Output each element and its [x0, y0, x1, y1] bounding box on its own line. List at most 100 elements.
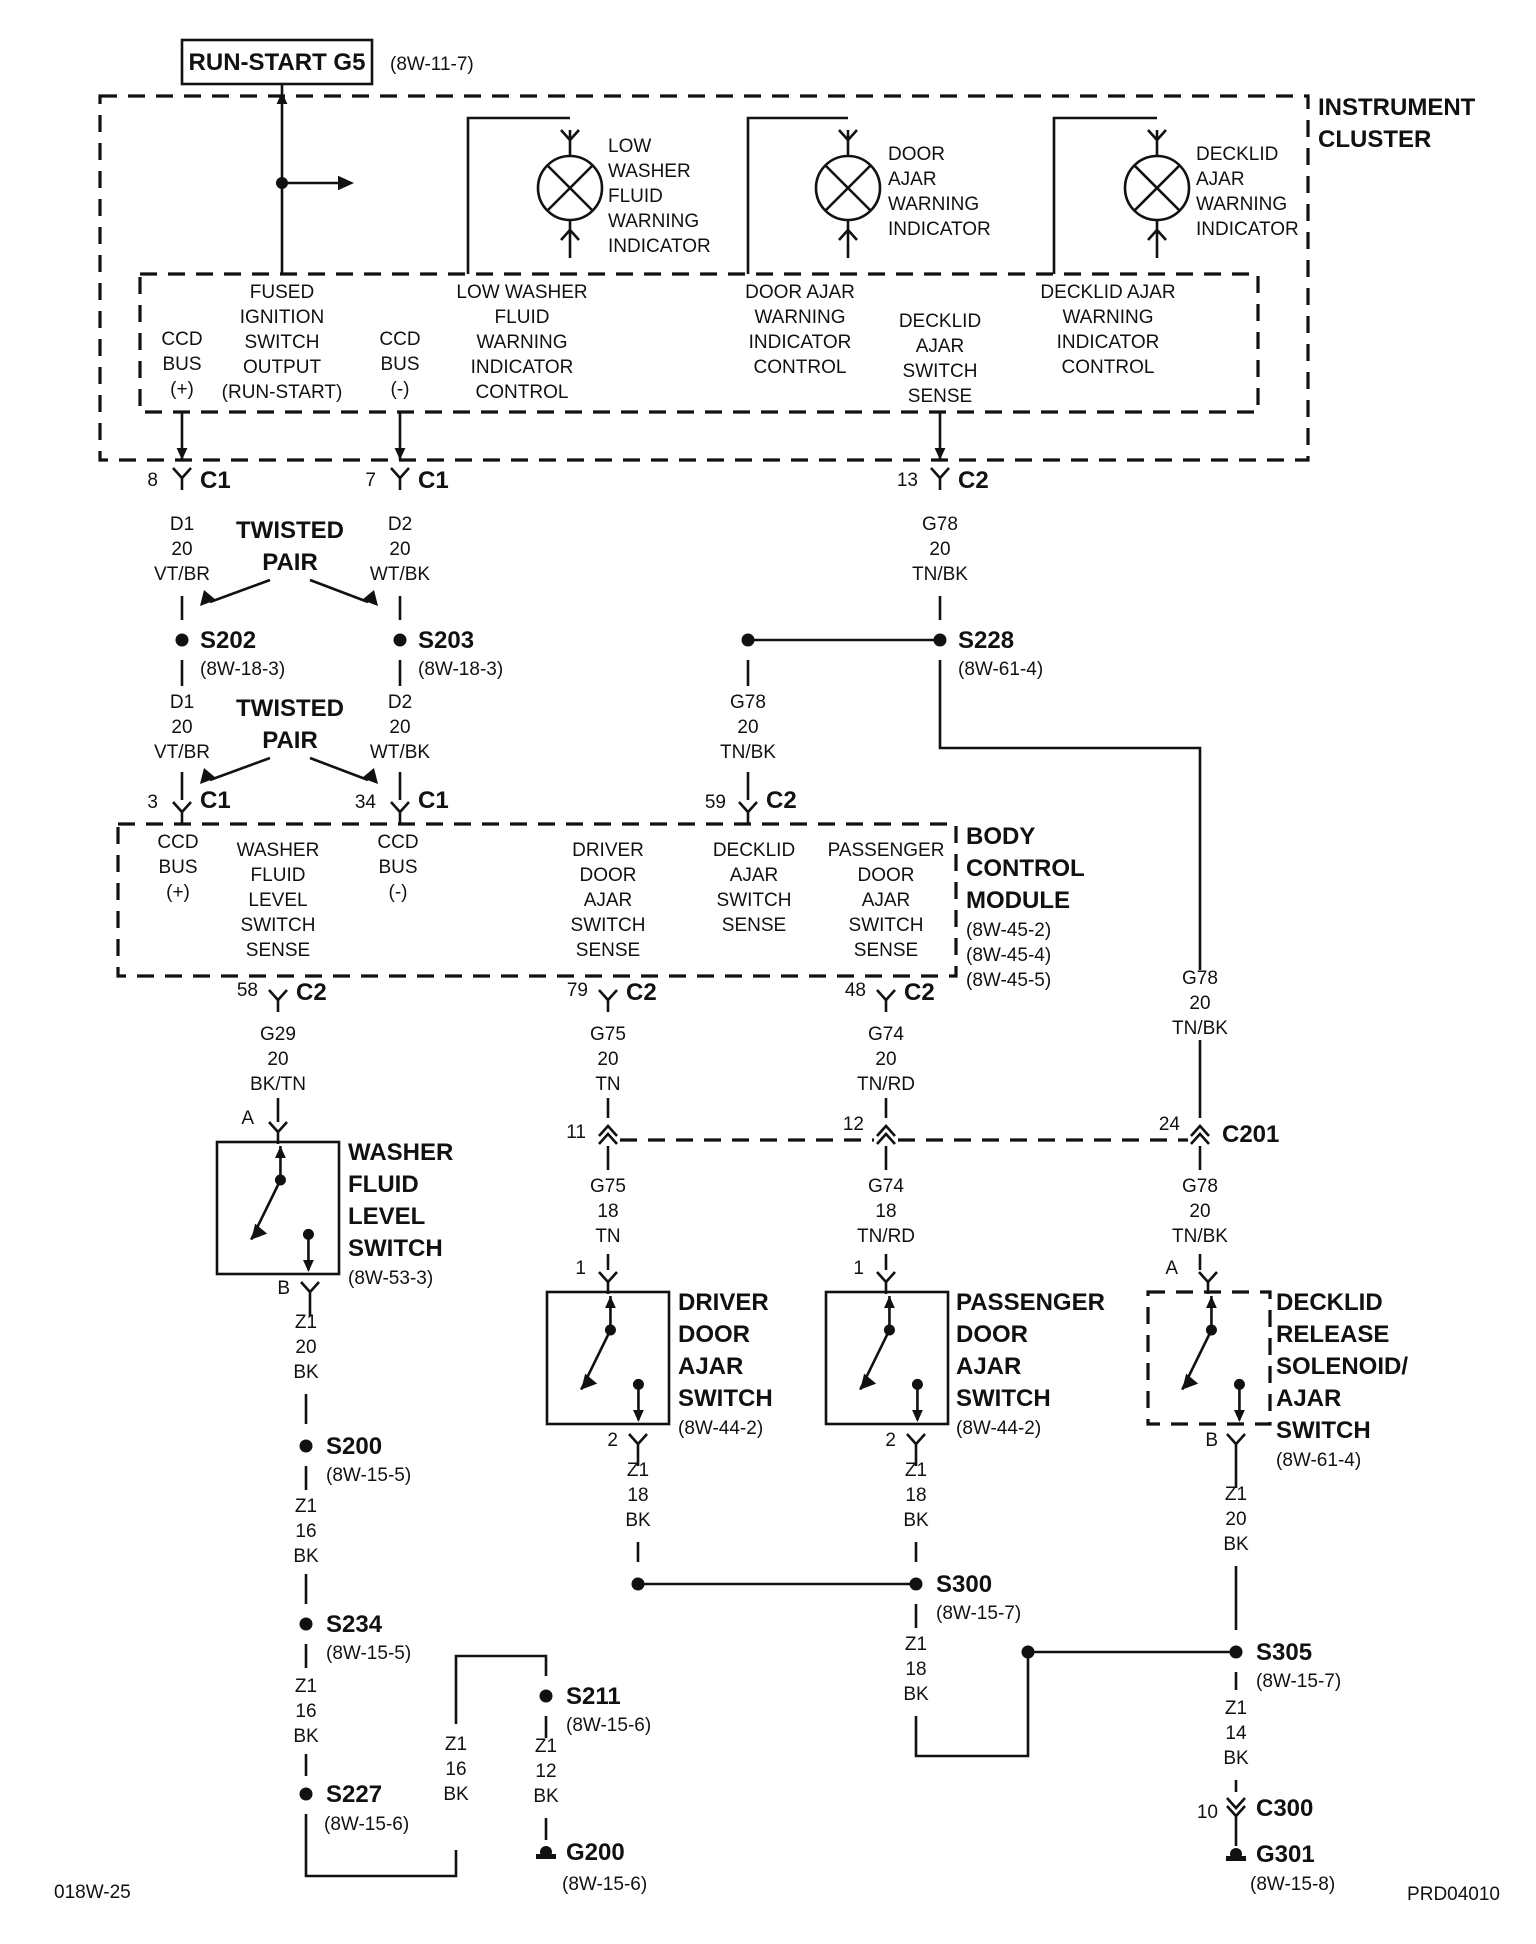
- label: WASHER: [237, 840, 320, 861]
- label: VT/BR: [154, 564, 210, 585]
- connector-icon: [906, 1433, 926, 1446]
- label: INDICATOR: [1057, 332, 1160, 353]
- arrow-icon: [200, 768, 216, 784]
- twist-arrow: [209, 578, 271, 604]
- driver-switch-icon: [545, 1290, 671, 1426]
- wire: [304, 1814, 458, 1878]
- instrument-cluster-outline: [98, 94, 1310, 462]
- c201-connector-icon: [598, 1132, 618, 1145]
- label: WT/BK: [370, 742, 430, 763]
- wire: [454, 1654, 548, 1724]
- label: INDICATOR: [749, 332, 852, 353]
- label: D1: [170, 692, 194, 713]
- driver-switch-title: AJAR: [678, 1353, 743, 1380]
- passenger-switch-title: AJAR: [956, 1353, 1021, 1380]
- passenger-switch-title: PASSENGER: [956, 1289, 1105, 1316]
- passenger-switch-title: DOOR: [956, 1321, 1028, 1348]
- bcm-title: BODY: [966, 823, 1035, 850]
- label: 18: [627, 1485, 648, 1506]
- label: CCD: [379, 329, 420, 350]
- c201-connector-icon: [598, 1124, 618, 1137]
- label: Z1: [1225, 1698, 1247, 1719]
- connector-icon: [930, 467, 950, 480]
- label: TN/RD: [857, 1226, 915, 1247]
- splice-s234: [299, 1617, 313, 1631]
- instrument-cluster-title: INSTRUMENT: [1318, 94, 1476, 121]
- arrow-icon: [200, 590, 216, 606]
- label: G74: [868, 1024, 904, 1045]
- label: S202: [200, 627, 256, 654]
- c201-connector-icon: [876, 1124, 896, 1137]
- c201-connector-icon: [876, 1132, 896, 1145]
- label: BUS: [158, 857, 197, 878]
- label: 12: [843, 1114, 864, 1135]
- label: SWITCH: [717, 890, 792, 911]
- g200-ground-icon: [540, 1846, 552, 1858]
- label: Z1: [627, 1460, 649, 1481]
- label: FUSED: [250, 282, 314, 303]
- label: Z1: [1225, 1484, 1247, 1505]
- label: BK: [625, 1510, 651, 1531]
- splice-s305: [1229, 1645, 1243, 1659]
- bcm-refs: (8W-45-4): [966, 945, 1051, 966]
- label: INDICATOR: [471, 357, 574, 378]
- label: 20: [389, 539, 410, 560]
- label: Z1: [295, 1496, 317, 1517]
- label: BUS: [380, 354, 419, 375]
- washer-indicator-label: WARNING: [608, 211, 699, 232]
- arrow-icon: [934, 448, 946, 460]
- label: TN: [595, 1226, 620, 1247]
- label: DECKLID AJAR: [1040, 282, 1175, 303]
- instrument-cluster-pin-box: [138, 272, 1260, 414]
- label: S228: [958, 627, 1014, 654]
- connector-icon: [738, 801, 758, 814]
- label: C2: [904, 979, 935, 1006]
- label: TN/BK: [720, 742, 776, 763]
- label: BK: [293, 1362, 319, 1383]
- twist-arrow: [209, 756, 271, 782]
- label: (8W-15-6): [566, 1715, 651, 1736]
- label: G75: [590, 1024, 626, 1045]
- label: 58: [237, 980, 258, 1001]
- driver-switch-title: DRIVER: [678, 1289, 769, 1316]
- label: C1: [200, 467, 231, 494]
- label: 1: [853, 1258, 864, 1279]
- label: D1: [170, 514, 194, 535]
- label: G78: [1182, 968, 1218, 989]
- label: Z1: [295, 1676, 317, 1697]
- driver-switch-title: SWITCH: [678, 1385, 773, 1412]
- label: SWITCH: [903, 361, 978, 382]
- label: C1: [200, 787, 231, 814]
- label: S227: [326, 1781, 382, 1808]
- label: BK: [533, 1786, 559, 1807]
- label: S305: [1256, 1639, 1312, 1666]
- label: 18: [905, 1659, 926, 1680]
- label: 18: [905, 1485, 926, 1506]
- washer-switch-icon: [251, 1223, 268, 1240]
- label: C2: [958, 467, 989, 494]
- c201-connector-icon: [1190, 1132, 1210, 1145]
- label: 24: [1159, 1114, 1181, 1135]
- arrow-icon: [362, 590, 378, 606]
- instrument-cluster-title: CLUSTER: [1318, 126, 1431, 153]
- decklid-switch-icon: [1182, 1373, 1199, 1390]
- label: 12: [535, 1761, 556, 1782]
- connector-icon: [598, 1271, 618, 1284]
- splice-s200: [299, 1439, 313, 1453]
- label: BK: [293, 1726, 319, 1747]
- door-indicator-label: AJAR: [888, 169, 937, 190]
- label: 16: [445, 1759, 466, 1780]
- label: (8W-15-5): [326, 1465, 411, 1486]
- label: (8W-61-4): [1276, 1450, 1361, 1471]
- passenger-switch-icon: [884, 1296, 895, 1308]
- label: SWITCH: [849, 915, 924, 936]
- label: PASSENGER: [828, 840, 945, 861]
- label: DECKLID: [713, 840, 795, 861]
- label: BUS: [162, 354, 201, 375]
- label: AJAR: [730, 865, 779, 886]
- label: 2: [885, 1430, 896, 1451]
- label: CONTROL: [476, 382, 569, 403]
- label: 48: [845, 980, 866, 1001]
- g301-ground-icon: [1230, 1848, 1242, 1860]
- label: BUS: [378, 857, 417, 878]
